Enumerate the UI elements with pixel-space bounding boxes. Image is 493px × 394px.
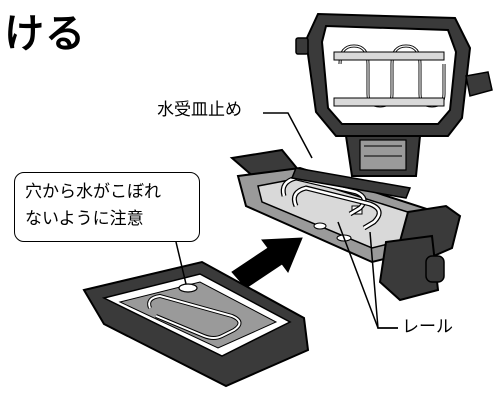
page-heading: ける [4, 11, 86, 57]
grill-housing [295, 12, 493, 177]
rail-label: レール [402, 317, 453, 337]
callout-line-1: 穴から水がこぼれ [25, 182, 161, 202]
arrow-insert-icon [231, 237, 303, 289]
callout-line-2: ないように注意 [25, 209, 144, 229]
drip-tray [82, 260, 310, 388]
drip-tray-stopper-label: 水受皿止め [157, 100, 242, 120]
base-frame [229, 148, 462, 302]
leader-lines [175, 112, 398, 329]
caution-callout: 穴から水がこぼれ ないように注意 [14, 172, 200, 242]
